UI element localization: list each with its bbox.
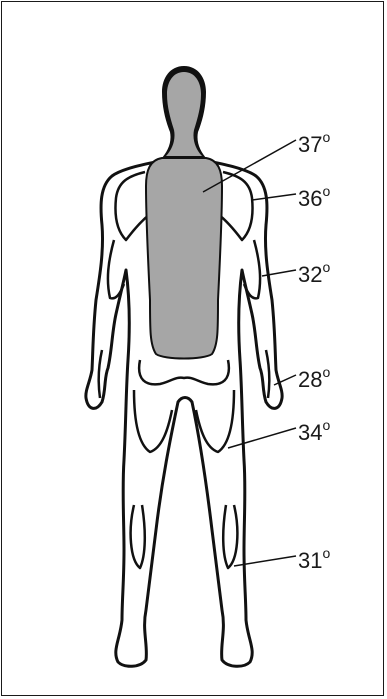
label-upper-arm: 32o (298, 259, 330, 287)
label-lower-leg: 31o (298, 545, 330, 573)
label-shoulder: 36o (298, 183, 330, 211)
label-thigh: 34o (298, 417, 330, 445)
head (160, 66, 208, 160)
temperature-labels: 37o 36o 32o 28o 34o 31o (298, 129, 330, 573)
label-hand: 28o (298, 364, 330, 392)
label-core: 37o (298, 129, 330, 157)
